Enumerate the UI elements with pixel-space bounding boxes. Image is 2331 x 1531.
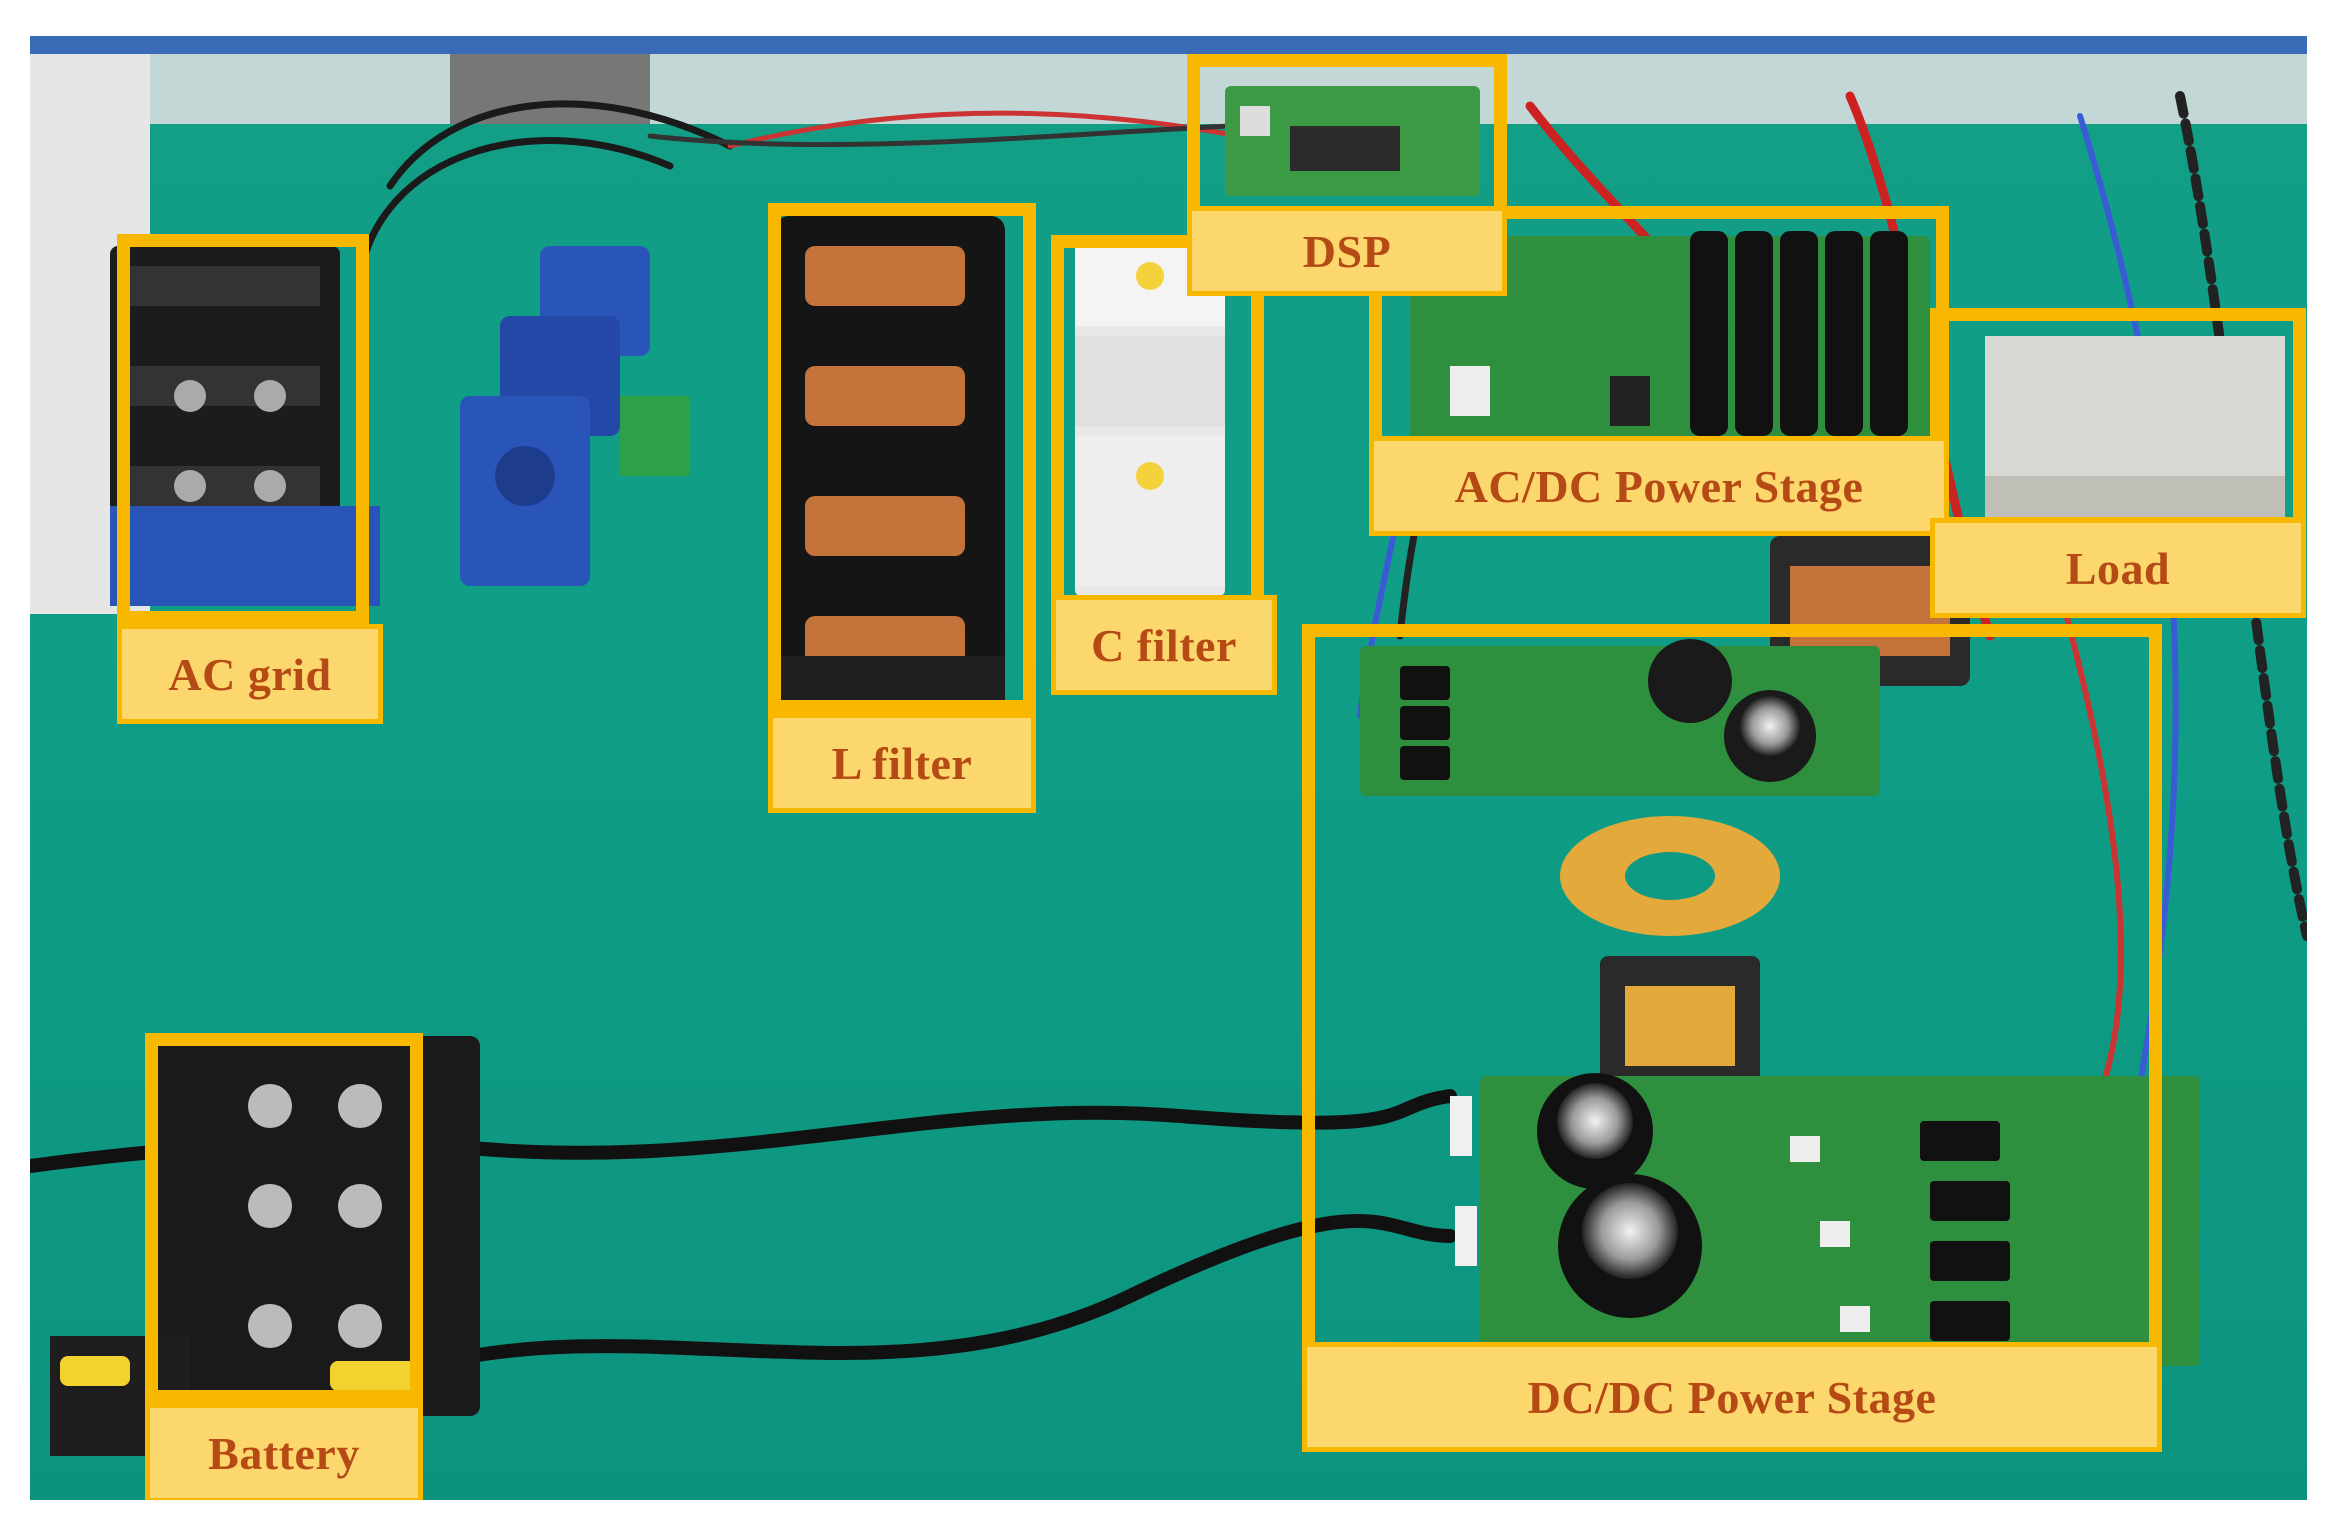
battery-label: Battery (145, 1403, 423, 1500)
background-wall (30, 54, 2307, 124)
current-sensors (460, 246, 690, 586)
dsp-label: DSP (1187, 206, 1507, 296)
ac-grid-terminal (110, 246, 380, 606)
c-filter-label: C filter (1051, 595, 1277, 695)
background-strip (30, 36, 2307, 54)
l-filter-label: L filter (768, 713, 1036, 813)
bench-illustration (30, 36, 2307, 1500)
dcdc-power-stage-board (1360, 639, 2200, 1366)
ac-grid-label: AC grid (117, 624, 383, 724)
dcdc-power-stage-label: DC/DC Power Stage (1302, 1342, 2162, 1452)
acdc-power-stage-label: AC/DC Power Stage (1369, 436, 1949, 536)
l-filter-inductors (775, 216, 1005, 736)
load-unit (1985, 336, 2285, 536)
battery-terminal (50, 1036, 480, 1456)
lab-bench-photo: AC grid L filter C filter DSP AC/DC Powe… (30, 36, 2307, 1500)
c-filter-capacitors (1075, 236, 1225, 596)
acdc-power-stage-board (1410, 231, 1930, 456)
dsp-board (1225, 86, 1480, 196)
back-equipment (450, 54, 650, 124)
load-label: Load (1930, 518, 2306, 618)
